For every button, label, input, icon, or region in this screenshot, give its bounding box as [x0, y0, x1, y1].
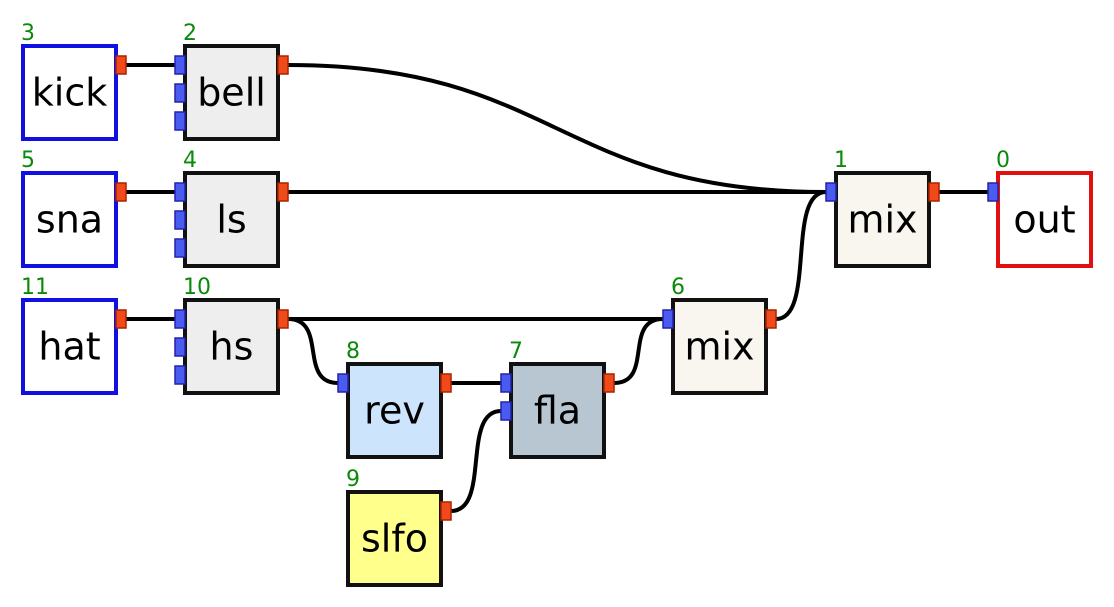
node-id: 7: [509, 339, 523, 364]
node-box[interactable]: [834, 171, 931, 268]
nodes-layer: out0mix1bell2kick3ls4sna5mix6fla7rev8slf…: [21, 21, 1093, 587]
node-1-mix[interactable]: mix 1: [825, 148, 940, 268]
output-port[interactable]: [115, 182, 127, 202]
input-port-0[interactable]: [337, 373, 349, 393]
node-box[interactable]: [996, 171, 1093, 268]
node-id: 2: [183, 21, 197, 46]
output-port[interactable]: [928, 182, 940, 202]
input-port-0[interactable]: [987, 182, 999, 202]
wires-layer: [126, 63, 988, 513]
node-box[interactable]: [346, 490, 443, 587]
wire-10-to-8[interactable]: [287, 317, 339, 385]
input-port-1[interactable]: [500, 401, 512, 421]
node-10-hs[interactable]: hs 10: [174, 275, 289, 395]
node-id: 8: [346, 339, 360, 364]
node-label: ls: [216, 198, 246, 242]
node-id: 9: [346, 467, 360, 492]
node-id: 5: [21, 148, 35, 173]
node-box[interactable]: [671, 298, 768, 395]
node-id: 10: [183, 275, 211, 300]
output-port[interactable]: [277, 55, 289, 75]
node-box[interactable]: [346, 362, 443, 459]
input-port-0[interactable]: [500, 373, 512, 393]
node-3-kick[interactable]: kick 3: [21, 21, 127, 141]
node-4-ls[interactable]: ls 4: [174, 148, 289, 268]
node-box[interactable]: [183, 171, 280, 268]
node-6-mix[interactable]: mix 6: [662, 275, 777, 395]
node-label: slfo: [361, 517, 428, 561]
output-port[interactable]: [115, 309, 127, 329]
input-port-1[interactable]: [174, 210, 186, 230]
input-port-0[interactable]: [662, 309, 674, 329]
node-box[interactable]: [21, 298, 118, 395]
input-port-0[interactable]: [174, 55, 186, 75]
input-port-2[interactable]: [174, 365, 186, 385]
node-label: mix: [684, 325, 754, 369]
output-port[interactable]: [277, 182, 289, 202]
node-label: fla: [534, 389, 581, 433]
input-port-2[interactable]: [174, 238, 186, 258]
input-port-0[interactable]: [174, 182, 186, 202]
node-7-fla[interactable]: fla 7: [500, 339, 615, 459]
node-11-hat[interactable]: hat 11: [21, 275, 127, 395]
input-port-0[interactable]: [174, 309, 186, 329]
output-port[interactable]: [277, 309, 289, 329]
output-port[interactable]: [440, 501, 452, 521]
node-box[interactable]: [21, 44, 118, 141]
node-box[interactable]: [509, 362, 606, 459]
node-label: hs: [210, 325, 254, 369]
output-port[interactable]: [115, 55, 127, 75]
node-label: rev: [364, 389, 425, 433]
node-label: sna: [36, 198, 103, 242]
node-id: 11: [21, 275, 49, 300]
input-port-2[interactable]: [174, 111, 186, 131]
wire-7-to-6[interactable]: [613, 317, 664, 385]
node-label: bell: [197, 71, 266, 115]
node-id: 1: [834, 148, 848, 173]
node-label: out: [1013, 198, 1075, 242]
wire-6-to-1[interactable]: [775, 190, 827, 321]
input-port-0[interactable]: [825, 182, 837, 202]
input-port-1[interactable]: [174, 337, 186, 357]
node-box[interactable]: [21, 171, 118, 268]
output-port[interactable]: [765, 309, 777, 329]
node-label: kick: [32, 71, 107, 115]
node-label: hat: [38, 325, 100, 369]
wire-2-to-1[interactable]: [287, 63, 827, 194]
node-id: 6: [671, 275, 685, 300]
wire-9-to-7[interactable]: [450, 409, 502, 513]
output-port[interactable]: [440, 373, 452, 393]
node-id: 3: [21, 21, 35, 46]
node-box[interactable]: [183, 298, 280, 395]
input-port-1[interactable]: [174, 83, 186, 103]
node-label: mix: [847, 198, 917, 242]
output-port[interactable]: [603, 373, 615, 393]
node-id: 0: [996, 148, 1010, 173]
node-id: 4: [183, 148, 197, 173]
node-box[interactable]: [183, 44, 280, 141]
